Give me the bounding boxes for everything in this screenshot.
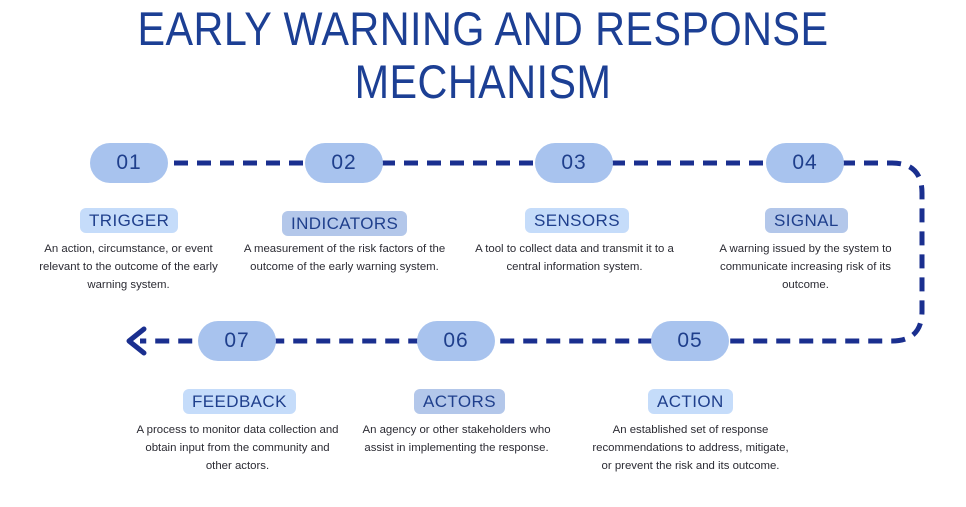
step-description-04: A warning issued by the system to commun… — [719, 243, 892, 292]
step-label-05: ACTION — [648, 389, 733, 414]
step-number-04: 04 — [766, 143, 844, 183]
step-label-01: TRIGGER — [80, 208, 179, 233]
step-label-03: SENSORS — [525, 208, 629, 233]
step-label-06: ACTORS — [414, 389, 505, 414]
step-description-03: A tool to collect data and transmit it t… — [475, 243, 674, 274]
step-description-05: An established set of response recommend… — [592, 424, 789, 473]
step-number-07: 07 — [198, 321, 276, 361]
step-label-02: INDICATORS — [282, 211, 408, 236]
step-description-06: An agency or other stakeholders who assi… — [362, 424, 551, 455]
step-number-02: 02 — [305, 143, 383, 183]
step-number-06: 06 — [417, 321, 495, 361]
step-number-01: 01 — [90, 143, 168, 183]
step-description-02: A measurement of the risk factors of the… — [243, 243, 446, 274]
step-description-07: A process to monitor data collection and… — [136, 424, 339, 473]
page-title: EARLY WARNING AND RESPONSE MECHANISM — [137, 2, 829, 108]
step-label-07: FEEDBACK — [183, 389, 296, 414]
step-description-01: An action, circumstance, or event releva… — [39, 243, 218, 292]
step-number-03: 03 — [535, 143, 613, 183]
step-number-05: 05 — [651, 321, 729, 361]
step-label-04: SIGNAL — [765, 208, 848, 233]
